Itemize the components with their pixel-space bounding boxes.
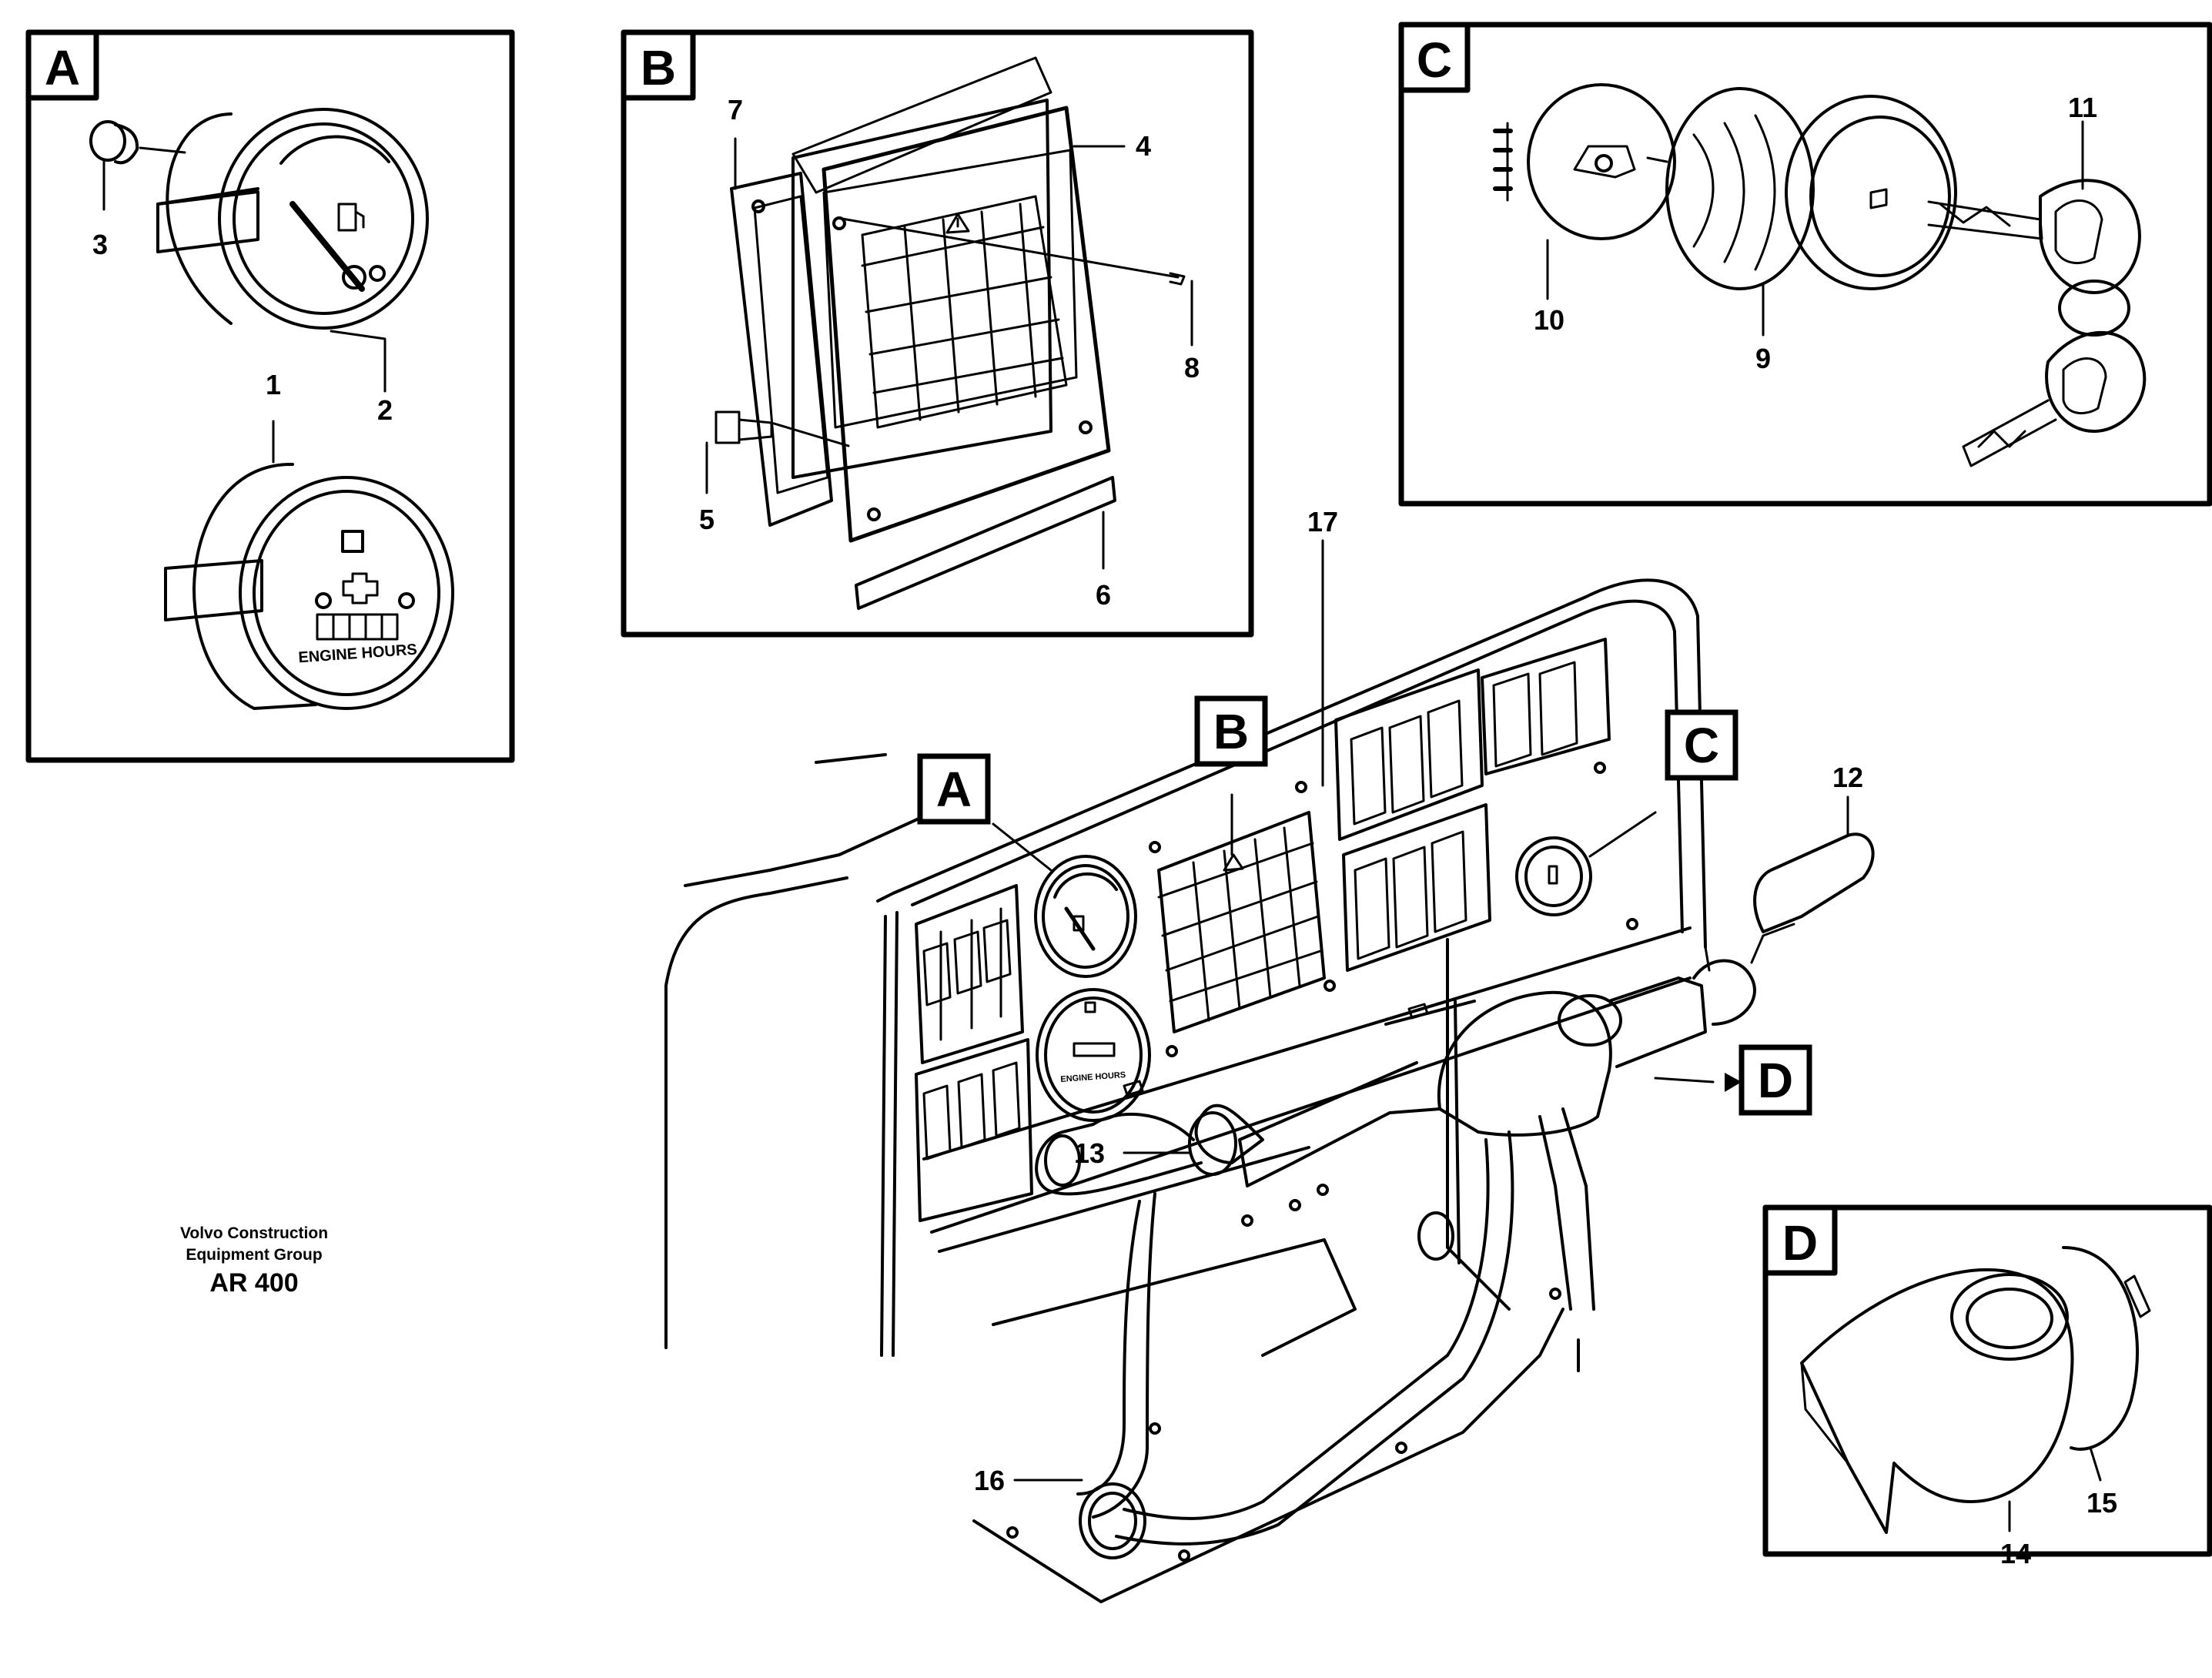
callout-4: 4: [1136, 130, 1151, 162]
callout-15: 15: [2087, 1487, 2117, 1519]
callout-11: 11: [2068, 92, 2097, 123]
fuel-gauge: [156, 108, 429, 330]
svg-text:B: B: [1213, 704, 1249, 759]
callout-6: 6: [1096, 579, 1111, 611]
credit-line-1: Volvo Construction: [180, 1224, 328, 1242]
callout-9: 9: [1755, 343, 1771, 374]
callout-13: 13: [1074, 1137, 1105, 1169]
svg-text:C: C: [1684, 718, 1719, 773]
detail-panel-a: [25, 29, 515, 763]
callout-5: 5: [699, 504, 714, 535]
hour-meter: [164, 462, 454, 710]
callout-box-a: A: [917, 753, 991, 825]
callout-8: 8: [1184, 352, 1200, 383]
panel-letter-a: A: [45, 40, 80, 95]
callout-box-d: D: [1738, 1044, 1812, 1116]
callout-box-b: B: [1194, 695, 1268, 767]
callout-3: 3: [92, 229, 108, 260]
engine-hours-label-main: ENGINE HOURS: [1060, 1070, 1126, 1084]
callout-1: 1: [266, 369, 281, 400]
callout-16: 16: [974, 1465, 1005, 1496]
switch-boot-detail: [1800, 1246, 2151, 1534]
svg-text:A: A: [936, 762, 972, 817]
ignition-switch-exploded: [1493, 83, 2147, 467]
panel-letter-d: D: [1782, 1215, 1818, 1271]
gauge-bulb: [89, 120, 139, 165]
callout-2: 2: [377, 394, 393, 426]
callout-12: 12: [1832, 762, 1863, 793]
callout-7: 7: [728, 94, 743, 126]
panel-letter-b: B: [641, 40, 676, 95]
callout-10: 10: [1534, 304, 1564, 336]
warning-lamp-panel-exploded: [714, 56, 1186, 610]
callout-17: 17: [1307, 506, 1338, 538]
svg-text:D: D: [1758, 1053, 1793, 1108]
callout-box-c: C: [1665, 709, 1738, 781]
panel-letter-c: C: [1417, 32, 1452, 88]
detail-panel-b: [621, 29, 1254, 638]
credit-line-2: Equipment Group: [186, 1246, 322, 1264]
detail-panel-c: [1398, 22, 2212, 507]
callout-14: 14: [2000, 1538, 2031, 1569]
detail-panel-d: [1762, 1204, 2212, 1557]
engine-hours-label: ENGINE HOURS: [298, 641, 418, 667]
credit-code: AR 400: [209, 1268, 298, 1298]
